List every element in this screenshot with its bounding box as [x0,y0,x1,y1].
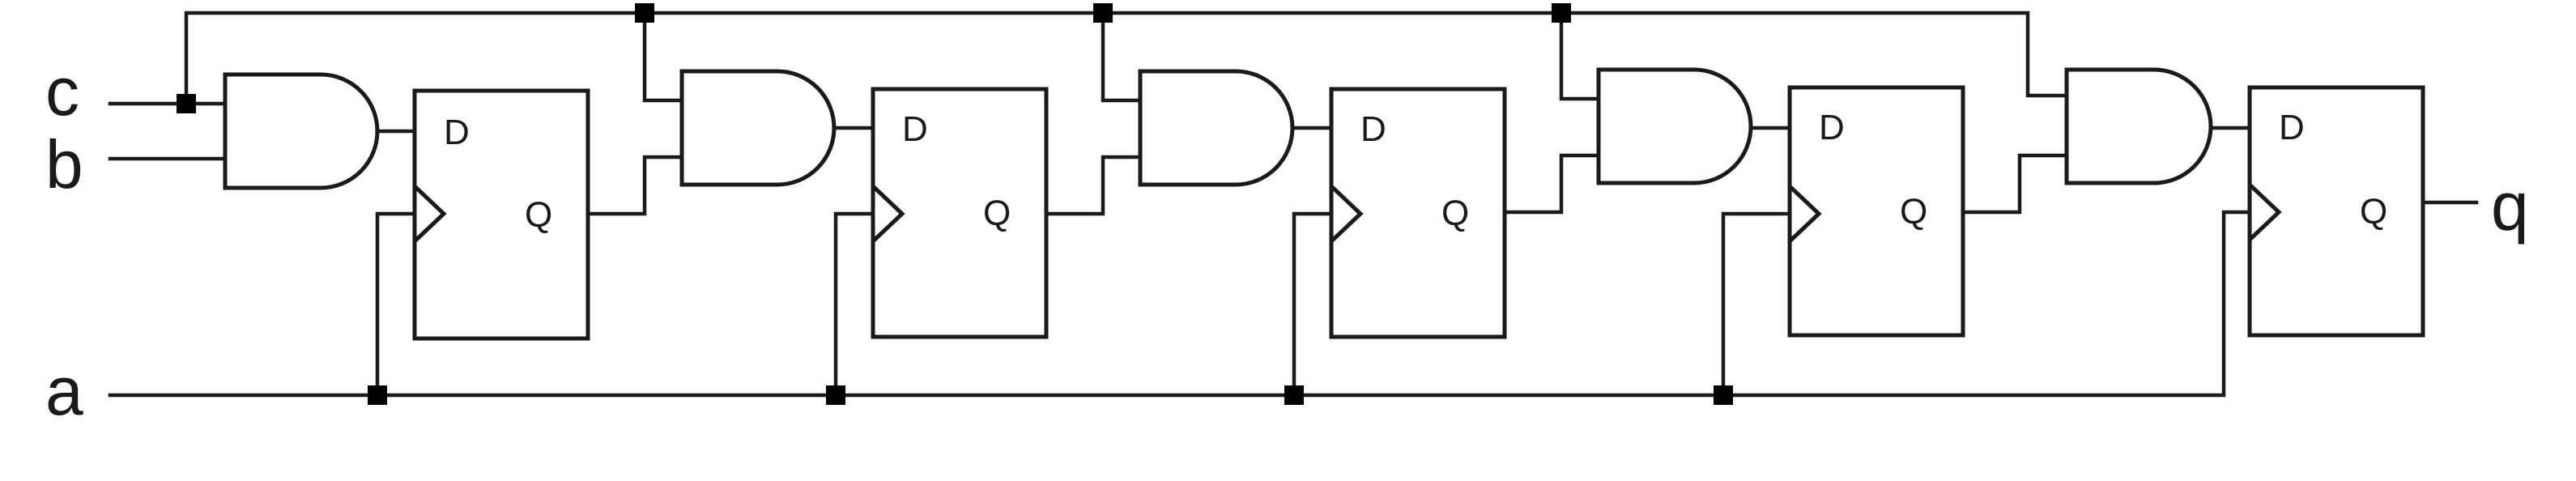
wire-ff2-to-gate3 [1044,155,1143,216]
flip-flop-4-clock-triangle [1788,185,1822,243]
input-label-a: a [45,353,83,429]
junction-a-bus-1 [368,385,387,405]
wire-a-tap-4 [1721,211,1792,398]
input-label-c: c [45,53,79,130]
junction-c-input [177,94,196,113]
flip-flop-1-d-label: D [444,113,470,152]
flip-flop-2-d-label: D [902,109,928,149]
flip-flop-5-q-label: Q [2360,192,2387,232]
flip-flop-3: D Q [1329,87,1507,339]
wire-ff3-to-gate4 [1502,153,1601,215]
flip-flop-3-d-label: D [1360,109,1386,149]
flip-flop-1-clock-triangle [413,185,447,243]
and-gate-1 [223,72,380,190]
flip-flop-3-q-label: Q [1441,194,1469,233]
flip-flop-4-d-label: D [1819,108,1845,147]
and-gate-4 [1596,67,1753,185]
wire-c-bus [184,11,2069,106]
flip-flop-2-clock-triangle [871,185,905,243]
flip-flop-3-clock-triangle [1330,185,1364,243]
input-label-b: b [45,126,83,202]
wire-ff1-to-gate2 [585,155,684,216]
flip-flop-4: D Q [1787,85,1965,338]
flip-flop-1: D Q [412,88,590,341]
flip-flop-5-clock-triangle [2248,183,2282,241]
junction-c-bus-1 [635,3,654,23]
wire-c-tap-4 [1559,11,1601,101]
flip-flop-4-q-label: Q [1900,192,1927,232]
wire-a-tap-1 [375,211,417,398]
flip-flop-5: D Q [2247,85,2425,338]
wire-ff4-to-gate5 [1961,153,2069,215]
flip-flop-2-q-label: Q [983,194,1011,233]
flip-flop-1-q-label: Q [525,195,552,235]
junction-a-bus-3 [1284,385,1304,405]
output-label-q: q [2491,168,2529,245]
junctions [177,3,1733,405]
wire-c-tap-3 [1101,11,1143,103]
junction-c-bus-2 [1093,3,1113,23]
wire-c-tap-2 [642,11,684,103]
wire-a-tap-2 [833,211,875,398]
junction-c-bus-3 [1552,3,1571,23]
and-gate-3 [1138,69,1295,187]
wire-a-bus [108,210,2252,398]
flip-flop-2: D Q [871,87,1049,339]
junction-a-bus-2 [826,385,845,405]
wires [108,11,2479,398]
junction-a-bus-4 [1714,385,1733,405]
and-gates [223,67,2213,190]
and-gate-5 [2064,67,2213,185]
wire-a-tap-3 [1292,211,1334,398]
and-gate-2 [679,69,837,187]
flip-flop-5-d-label: D [2279,108,2305,147]
